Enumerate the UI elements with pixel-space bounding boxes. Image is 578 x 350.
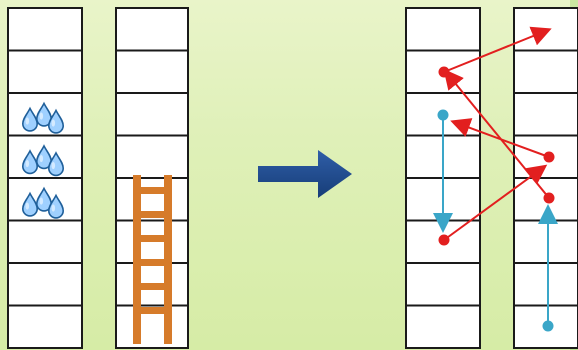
ladder-rung [133,211,172,218]
transition-arrow-icon [258,150,352,198]
water-drop-icon [21,149,39,175]
water-drop-highlight [51,161,56,170]
water-drop-icon [47,151,65,177]
water-droplets [21,101,65,219]
board-cell [115,7,189,52]
move-arrows [433,26,558,332]
board-cell [7,219,83,264]
water-drop-icon [35,186,53,212]
water-drop-highlight [51,204,56,212]
water-drop-highlight [25,117,30,125]
snake-move-start-dot [438,66,450,78]
board-cell [7,49,83,94]
right-board-column-2 [513,7,578,349]
board-cell [115,92,189,137]
water-drop-highlight [51,119,56,127]
snake-move-arrow [443,26,552,73]
ladder-rung [133,187,172,194]
left-board-column-1 [7,7,83,349]
water-drop-highlight [25,159,30,168]
board-cell [405,304,481,349]
board-cell [513,92,578,137]
snake-move-start-dot [543,192,555,204]
ladder-rung [133,235,172,242]
snake-move-start-dot [543,151,555,163]
ladder-move-start-dot [437,109,449,121]
board-cell [405,262,481,307]
water-drop-icon [47,108,65,134]
board-cell [115,49,189,94]
water-drop-icon [47,193,65,219]
water-drop-icon [35,101,53,127]
snake-move-arrow [443,164,548,241]
water-drop-highlight [39,197,44,205]
ladder-move-start-dot [542,320,554,332]
board-cell [7,304,83,349]
board-cell [405,7,481,52]
water-drop-icon [21,191,39,217]
ladder-rung [133,307,172,314]
water-drop-highlight [39,154,44,163]
board-cell [513,219,578,264]
board-cell [115,134,189,179]
board-cell [513,262,578,307]
ladder-icon [133,175,172,344]
water-drop-highlight [25,202,30,210]
ladder-rung [133,283,172,290]
board-cell [513,49,578,94]
snake-move-arrow [450,118,550,158]
board-cell [7,7,83,52]
left-board-column-2 [115,7,189,349]
ladder-rung [133,259,172,266]
water-drop-highlight [39,112,44,120]
snake-move-start-dot [438,234,450,246]
board-cell [513,7,578,52]
board-cell [7,262,83,307]
water-drop-icon [21,106,39,132]
water-drop-icon [35,144,53,170]
